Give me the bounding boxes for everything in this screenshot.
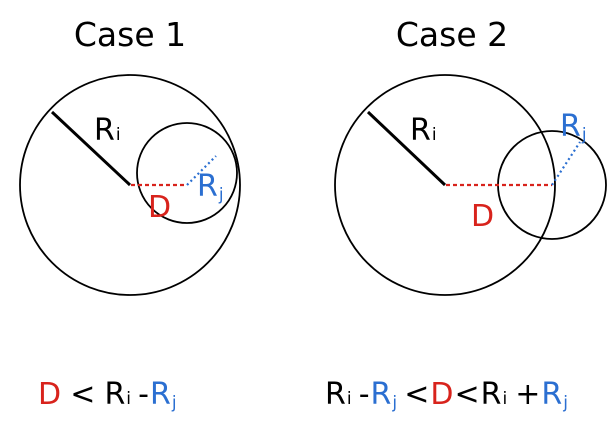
case-2-ri-label: Ri	[410, 113, 437, 148]
case-1-ri-label: Ri	[94, 113, 121, 148]
case-2-formula: Ri -Rj <D<Ri +Rj	[325, 377, 568, 413]
case-1-ri-radius-line	[50, 110, 132, 187]
case-2-panel: Case 2 Ri Rj D Ri -Rj <D<Ri +Rj	[325, 15, 607, 413]
case-1-rj-label: Rj	[197, 169, 224, 205]
case-2-ri-radius-line	[366, 110, 447, 187]
case-1-formula: D < Ri -Rj	[38, 377, 177, 413]
case-1-title: Case 1	[74, 15, 186, 54]
case-2-title: Case 2	[396, 15, 508, 54]
case-1-panel: Case 1 Ri Rj D D < Ri -Rj	[19, 15, 241, 413]
case-1-outer-circle	[19, 74, 241, 296]
case-2-rj-label: Rj	[560, 109, 587, 145]
case-2-rj-dotted-line	[551, 141, 581, 186]
case-1-inner-circle	[136, 122, 238, 224]
case-1-rj-dotted-line	[186, 155, 217, 186]
case-2-d-label: D	[471, 199, 494, 234]
case-1-d-label: D	[148, 190, 171, 225]
case-2-outer-circle	[334, 74, 556, 296]
